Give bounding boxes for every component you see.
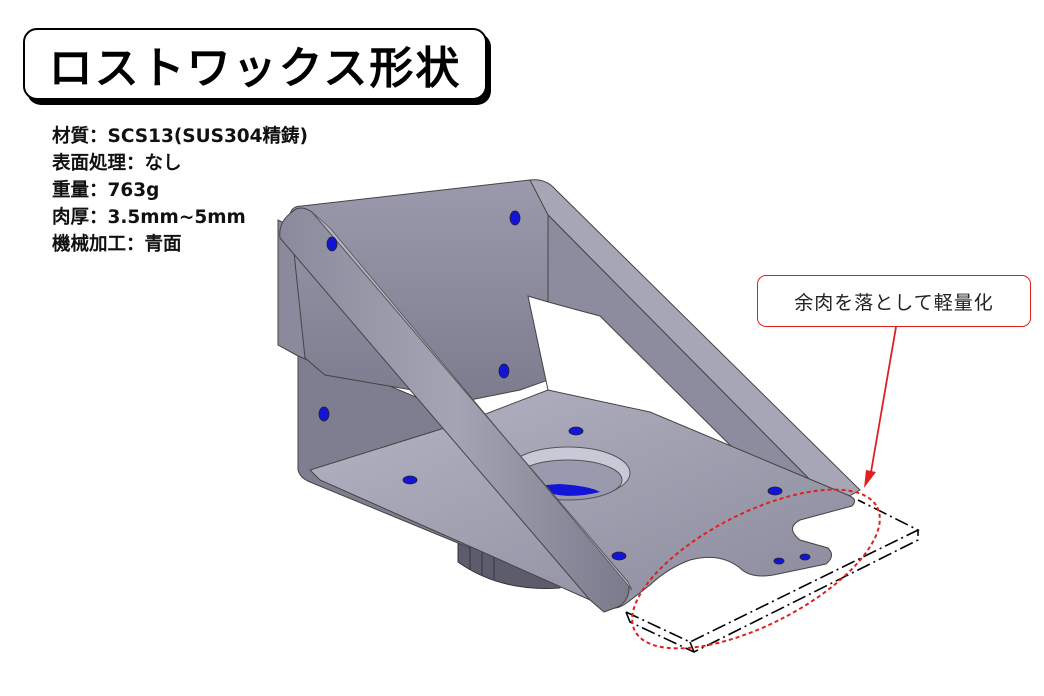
machined-holes <box>318 210 811 565</box>
spec-thickness: 肉厚：3.5mm~5mm <box>52 207 246 228</box>
hole-base-1 <box>568 426 584 436</box>
spec-material: 材質：SCS13(SUS304精鋳) <box>52 126 309 147</box>
spec-machining: 機械加工：青面 <box>52 234 182 255</box>
hole-back-2 <box>326 236 338 252</box>
spec-list: 材質：SCS13(SUS304精鋳) 表面処理：なし 重量：763g 肉厚：3.… <box>52 123 308 258</box>
front-gusset <box>279 207 633 613</box>
spec-weight: 重量：763g <box>52 180 160 201</box>
title-box: ロストワックス形状 <box>23 28 487 100</box>
hole-base-3 <box>767 486 783 496</box>
hole-back-3 <box>498 363 510 379</box>
hole-base-4 <box>611 551 627 561</box>
callout-box: 余肉を落として軽量化 <box>757 275 1031 327</box>
hole-base-2 <box>402 475 418 485</box>
hole-tab-1 <box>773 557 785 565</box>
right-gusset <box>527 179 861 501</box>
hole-side-1 <box>318 406 330 422</box>
highlight-ellipse <box>631 488 881 650</box>
removed-material-outline <box>625 499 920 653</box>
hole-back-1 <box>509 210 521 226</box>
hole-tab-2 <box>799 553 811 561</box>
callout-arrow <box>864 326 897 488</box>
callout-text: 余肉を落として軽量化 <box>794 291 994 314</box>
spec-surface: 表面処理：なし <box>52 153 182 174</box>
page-title: ロストワックス形状 <box>48 43 462 94</box>
